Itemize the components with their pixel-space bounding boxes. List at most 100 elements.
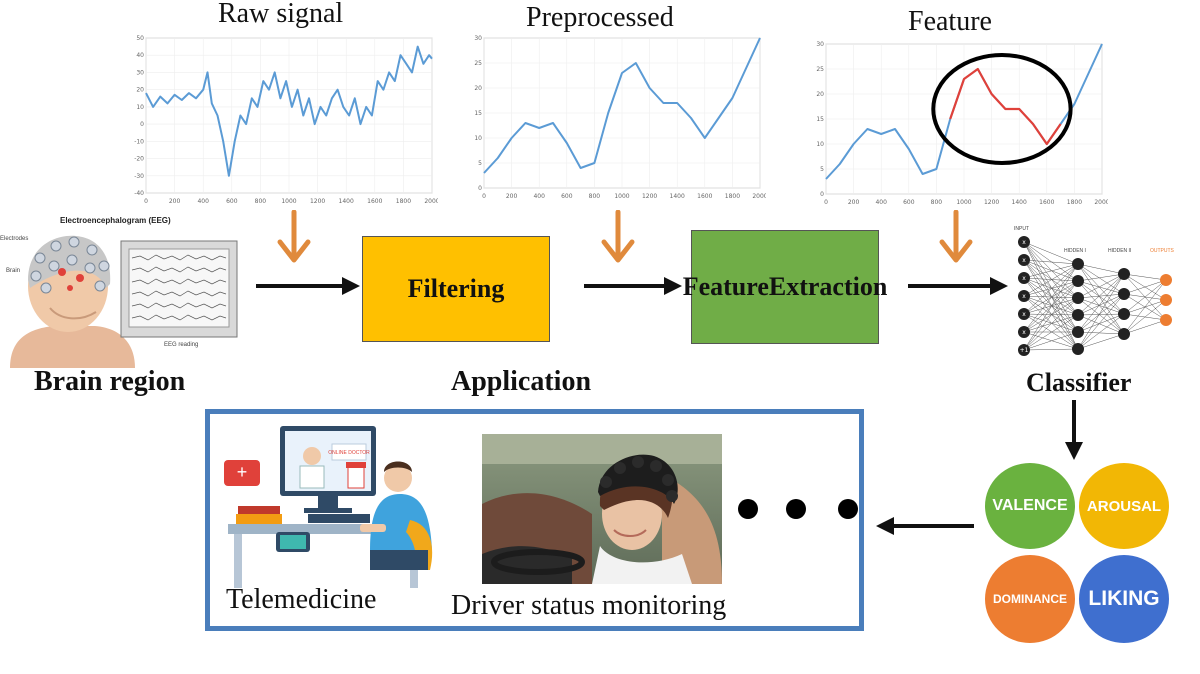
arrow-to-emotions	[1065, 400, 1083, 460]
x-tick-label: 400	[533, 193, 545, 200]
y-tick-label: -40	[134, 190, 144, 197]
arousal-circle: AROUSAL	[1078, 462, 1170, 550]
x-tick-label: 1600	[367, 198, 382, 205]
x-tick-label: 2000	[1094, 199, 1108, 206]
x-tick-label: 0	[144, 198, 148, 205]
classifier-label: Classifier	[1026, 368, 1132, 397]
nn-input-symbol: x	[1022, 329, 1026, 336]
nn-node	[1072, 292, 1084, 304]
x-tick-label: 1600	[697, 193, 712, 200]
x-tick-label: 600	[903, 199, 915, 206]
nn-node	[1018, 290, 1030, 302]
x-tick-label: 1400	[670, 193, 685, 200]
nn-connection	[1023, 295, 1079, 333]
nn-connection	[1023, 241, 1079, 265]
nn-outputs-label: OUTPUTS	[1150, 248, 1174, 254]
nn-connection	[1023, 295, 1079, 316]
nn-connection	[1023, 259, 1079, 316]
nn-node	[1072, 258, 1084, 270]
x-tick-label: 200	[506, 193, 518, 200]
nn-connection	[1077, 263, 1125, 335]
nn-connection	[1023, 259, 1079, 350]
nn-connection	[1023, 297, 1079, 351]
x-tick-label: 1200	[984, 199, 999, 206]
more-applications-ellipsis	[738, 499, 858, 519]
x-tick-label: 1000	[956, 199, 971, 206]
y-tick-label: 10	[816, 141, 824, 148]
x-tick-label: 1400	[1012, 199, 1027, 206]
x-tick-label: 1800	[725, 193, 740, 200]
nn-node	[1160, 294, 1172, 306]
nn-connection	[1023, 280, 1079, 333]
x-tick-label: 1000	[614, 193, 629, 200]
nn-connection	[1077, 314, 1125, 335]
nn-connection	[1023, 348, 1079, 351]
raw-signal-title: Raw signal	[218, 0, 344, 29]
x-tick-label: 400	[197, 198, 209, 205]
x-tick-label: 800	[589, 193, 601, 200]
nn-node	[1018, 254, 1030, 266]
valence-circle: VALENCE	[984, 462, 1076, 550]
nn-connection	[1023, 295, 1079, 299]
eeg-reading-screen-icon	[120, 240, 238, 338]
x-tick-label: 1000	[281, 198, 296, 205]
nn-connection	[1023, 259, 1079, 299]
y-tick-label: -30	[134, 173, 144, 180]
nn-connection	[1023, 241, 1079, 333]
nn-connection	[1077, 273, 1125, 299]
eeg-header: Electroencephalogram (EEG)	[60, 216, 171, 225]
nn-node	[1118, 268, 1130, 280]
y-tick-label: 0	[820, 191, 824, 198]
nn-node	[1018, 272, 1030, 284]
nn-connection	[1077, 273, 1125, 282]
nn-connection	[1023, 314, 1079, 351]
down-arrow-3	[939, 210, 973, 263]
nn-connection	[1023, 263, 1079, 297]
y-tick-label: 30	[474, 35, 482, 42]
telemedicine-label: Telemedicine	[226, 584, 377, 615]
nn-connection	[1023, 313, 1079, 316]
application-panel: ONLINE DOCTOR + Telemedicine	[205, 409, 864, 631]
nn-connection	[1077, 273, 1125, 316]
nn-connection	[1123, 273, 1167, 281]
nn-connection	[1077, 280, 1125, 335]
nn-node	[1018, 308, 1030, 320]
nn-connection	[1023, 280, 1079, 315]
signal-line	[145, 45, 433, 177]
nn-connection	[1023, 295, 1079, 350]
nn-hidden2-label: HIDDEN II	[1108, 248, 1132, 254]
eeg-reading-label: EEG reading	[164, 342, 199, 348]
y-tick-label: 25	[816, 66, 824, 73]
online-doctor-sign: ONLINE DOCTOR	[328, 450, 370, 456]
nn-input-label: INPUT	[1014, 226, 1029, 232]
nn-connection	[1023, 277, 1079, 282]
arrow-to-filtering	[256, 277, 360, 295]
feature-highlight-ellipse	[931, 53, 1073, 165]
x-tick-label: 200	[169, 198, 181, 205]
nn-connection	[1123, 319, 1167, 335]
nn-connection	[1077, 263, 1125, 275]
nn-input-symbol: x	[1022, 311, 1026, 318]
nn-connection	[1023, 331, 1079, 351]
nn-connection	[1023, 241, 1079, 282]
y-tick-label: 25	[474, 60, 482, 67]
nn-connection	[1023, 241, 1079, 350]
nn-input-symbol: x	[1022, 239, 1026, 246]
nn-connection	[1077, 273, 1125, 333]
svg-text:+: +	[237, 462, 248, 482]
nn-connection	[1077, 293, 1125, 299]
nn-connection	[1077, 331, 1125, 335]
x-tick-label: 200	[848, 199, 860, 206]
y-tick-label: 5	[478, 160, 482, 167]
nn-connection	[1077, 293, 1125, 350]
signal-line	[483, 37, 761, 174]
nn-node	[1018, 344, 1030, 356]
y-tick-label: 50	[136, 35, 144, 42]
y-tick-label: 30	[816, 41, 824, 48]
nn-input-symbol: x	[1022, 257, 1026, 264]
nn-input-symbol: x	[1022, 293, 1026, 300]
nn-connection	[1023, 241, 1079, 299]
y-tick-label: 15	[816, 116, 824, 123]
